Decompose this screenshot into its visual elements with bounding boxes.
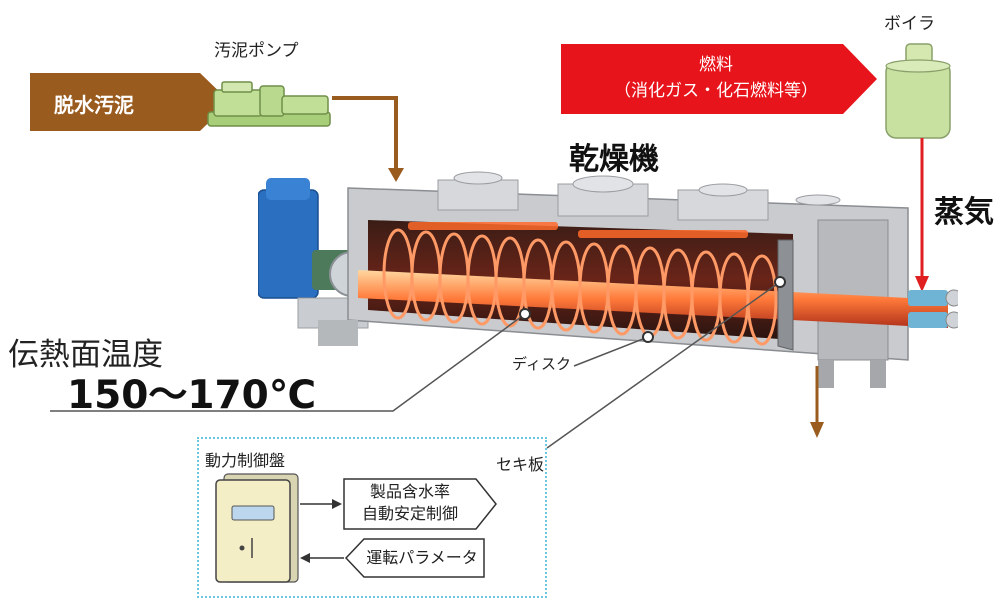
sludge-pump-icon	[207, 81, 331, 127]
heat-surface-temperature-label: 伝熱面温度	[8, 337, 163, 373]
fuel-arrow	[561, 44, 877, 114]
operating-parameters-input	[300, 538, 485, 578]
steam-fittings	[908, 289, 958, 329]
dryer-machine	[258, 171, 958, 388]
control-panel-cabinet-icon	[215, 473, 299, 583]
moisture-control-line2: 自動安定制御	[361, 504, 458, 523]
disc-label: ディスク	[512, 355, 571, 373]
control-panel-title: 動力制御盤	[205, 451, 286, 470]
sludge-feed-pipe	[332, 96, 404, 182]
moisture-control-output	[300, 478, 497, 530]
moisture-control-label: 製品含水率 自動安定制御	[345, 481, 475, 525]
sludge-pump-label: 汚泥ポンプ	[214, 41, 299, 61]
moisture-control-line1: 製品含水率	[369, 482, 450, 501]
operating-parameters-label: 運転パラメータ	[366, 548, 478, 567]
steam-label: 蒸気	[934, 195, 994, 230]
weir-plate-label: セキ板	[496, 455, 545, 474]
control-panel-area	[197, 437, 547, 598]
fuel-label-line2: （消化ガス・化石燃料等）	[614, 81, 818, 101]
heat-surface-temperature-value: 150〜170℃	[67, 373, 317, 418]
boiler-icon	[885, 43, 951, 139]
boiler-label: ボイラ	[884, 14, 935, 34]
fuel-label: 燃料 （消化ガス・化石燃料等）	[566, 52, 866, 104]
dewatered-sludge-label: 脱水汚泥	[54, 93, 134, 117]
dryer-title: 乾燥機	[569, 142, 659, 177]
fuel-label-line1: 燃料	[699, 55, 733, 75]
dewatered-sludge-arrow	[30, 73, 230, 131]
steam-line	[915, 138, 929, 292]
product-discharge-arrow	[810, 366, 824, 438]
